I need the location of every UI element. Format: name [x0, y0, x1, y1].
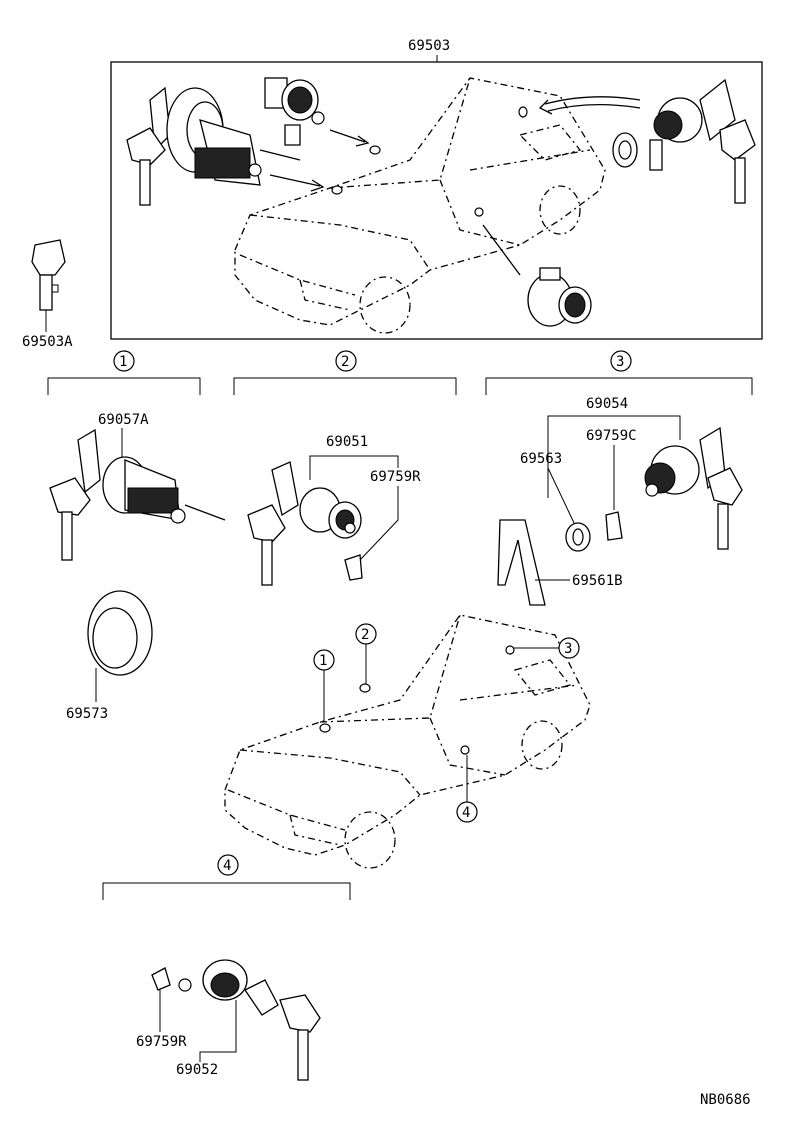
section-3-back-door: 69054 69759C 69563 69561B: [497, 396, 743, 606]
callout-1-label: 1: [119, 354, 127, 370]
back-door-cylinder-top: [527, 267, 592, 327]
section-headers: 1 2 3: [47, 350, 753, 395]
label-69759R-door: 69759R: [370, 469, 421, 485]
section-2-door-lock: 69051 69759R: [247, 434, 421, 586]
label-69503: 69503: [408, 38, 450, 54]
section-4-glove-lock: 4 69759R 69052: [102, 854, 351, 1081]
label-69052: 69052: [176, 1062, 218, 1078]
bracket-1: [47, 377, 201, 395]
label-69057A: 69057A: [98, 412, 149, 428]
label-69573: 69573: [66, 706, 108, 722]
lower-callout-4: 4: [462, 805, 470, 821]
lower-callout-3: 3: [564, 641, 572, 657]
callout-1-circle: [113, 350, 135, 372]
bracket-4: [102, 882, 351, 900]
assembly-frame: [110, 61, 763, 340]
label-69759C: 69759C: [586, 428, 637, 444]
arrows-top: [269, 96, 641, 276]
callout-3-label: 3: [616, 354, 624, 370]
spare-key-69503A: 69503A: [22, 239, 73, 350]
label-69563: 69563: [520, 451, 562, 467]
car-outline-top: [234, 77, 606, 334]
lower-callouts: 1 2 3 4: [313, 623, 580, 823]
door-cylinder-top: [264, 77, 325, 146]
label-69561B: 69561B: [572, 573, 623, 589]
back-door-assembly-top: [612, 78, 756, 204]
callout-3-circle: [610, 350, 632, 372]
label-69054: 69054: [586, 396, 628, 412]
lower-callout-2: 2: [361, 627, 369, 643]
ignition-ring-69573: 69573: [66, 590, 153, 722]
car-outline-bottom: [224, 614, 591, 869]
label-69503A: 69503A: [22, 334, 73, 350]
label-69759R-glove: 69759R: [136, 1034, 187, 1050]
callout-4-label: 4: [223, 858, 231, 874]
bracket-2: [233, 377, 457, 395]
bracket-3: [485, 377, 753, 395]
callout-2-circle: [335, 350, 357, 372]
assembly-box: 69503: [110, 38, 763, 340]
diagram-code: NB0686: [700, 1092, 751, 1108]
callout-2-label: 2: [341, 354, 349, 370]
lower-callout-1: 1: [319, 653, 327, 669]
label-69051: 69051: [326, 434, 368, 450]
section-1-ignition: 69057A: [49, 412, 226, 561]
ignition-assembly-top: [126, 86, 301, 206]
